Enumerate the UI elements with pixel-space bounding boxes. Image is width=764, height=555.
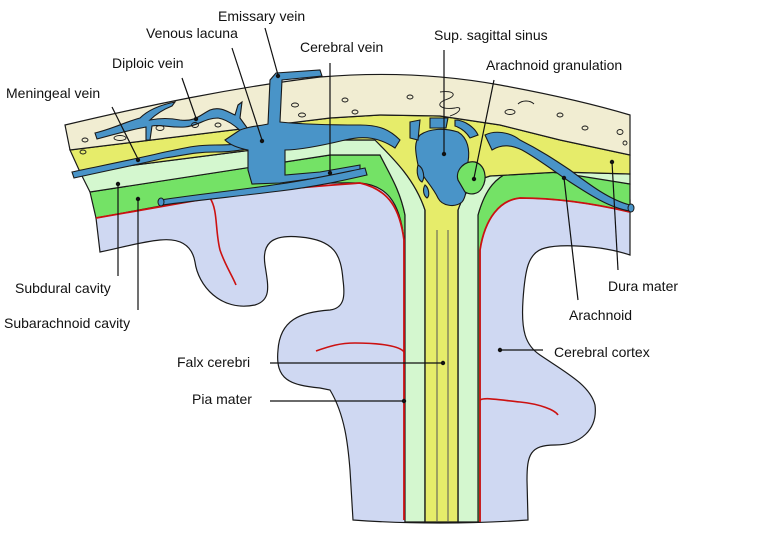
pia-mater-right	[479, 197, 631, 522]
label-cerebral-vein: Cerebral vein	[300, 39, 383, 55]
sinus-lacuna-2	[429, 117, 449, 129]
sinus-lacuna-3	[454, 119, 479, 139]
label-meningeal-vein: Meningeal vein	[6, 85, 100, 101]
pia-sulcus-2	[315, 342, 405, 353]
label-subdural-cavity: Subdural cavity	[15, 280, 111, 296]
label-emissary-vein: Emissary vein	[218, 8, 305, 24]
venous-lacuna	[224, 69, 401, 185]
label-diploic-vein: Diploic vein	[112, 55, 184, 71]
arachnoid-granulation	[456, 161, 486, 195]
label-sup-sagittal-sinus: Sup. sagittal sinus	[434, 27, 548, 43]
label-falx-cerebri: Falx cerebri	[177, 354, 250, 370]
cerebral-vein-end	[157, 197, 165, 207]
dura-mater-layer	[69, 114, 631, 523]
label-arachnoid: Arachnoid	[569, 307, 632, 323]
label-cerebral-cortex: Cerebral cortex	[554, 344, 650, 360]
sinus-lacuna-5	[422, 184, 430, 199]
cerebral-cortex-region	[95, 171, 631, 524]
diploic-vein	[94, 100, 256, 141]
right-vein-end	[627, 203, 635, 213]
label-pia-mater: Pia mater	[192, 391, 252, 407]
pia-sulcus-1	[209, 197, 237, 286]
skull-bone	[64, 73, 631, 156]
pia-sulcus-3	[479, 397, 559, 416]
label-arachnoid-granulation: Arachnoid granulation	[486, 57, 622, 73]
leaders	[111, 27, 619, 404]
cerebral-vein	[159, 167, 368, 206]
sinus-lacuna-1	[409, 119, 421, 141]
label-dura-mater: Dura mater	[608, 278, 678, 294]
label-subarachnoid-cavity: Subarachnoid cavity	[4, 315, 130, 331]
label-venous-lacuna: Venous lacuna	[146, 25, 238, 41]
sinus-lacuna-4	[416, 164, 425, 183]
bone-pores	[79, 91, 628, 155]
